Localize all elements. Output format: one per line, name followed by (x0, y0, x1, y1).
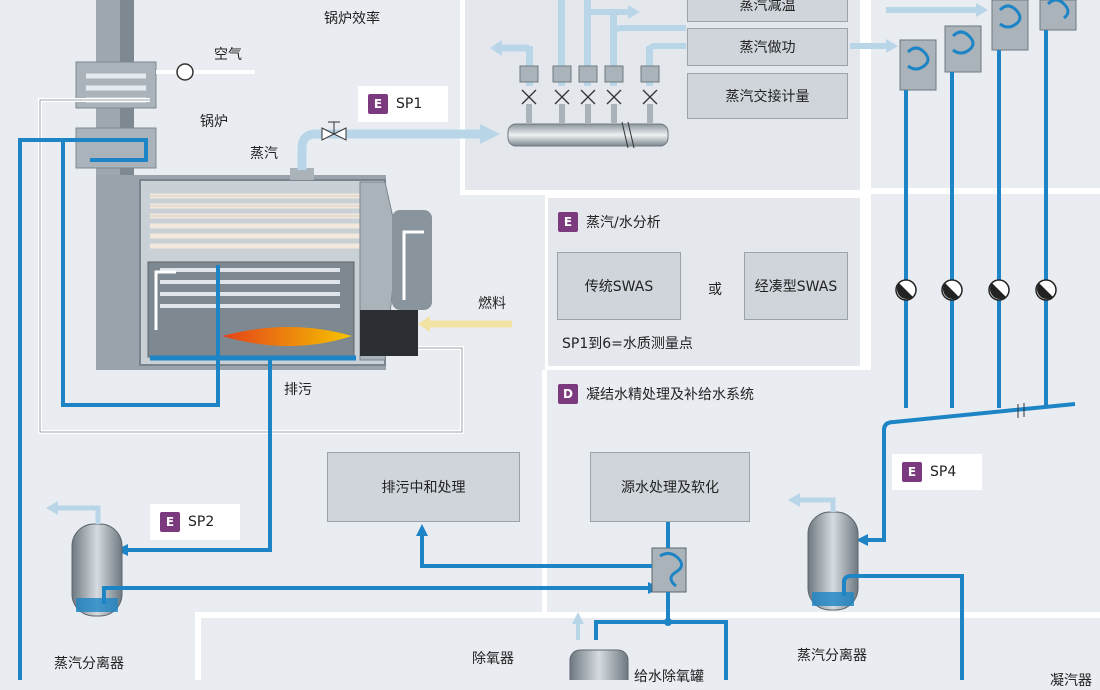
return-chamber-top (392, 210, 432, 310)
or-label: 或 (708, 282, 722, 298)
tag-letter: E (368, 94, 388, 114)
sp4-tag: E SP4 (892, 454, 982, 490)
tag-text: SP4 (930, 464, 957, 480)
divider-vertical (542, 370, 547, 615)
deaerator-label: 除氧器 (472, 651, 514, 667)
feedwater-deaerator-tank-label: 给水除氧罐 (634, 669, 704, 685)
traditional-swas-box: 传统SWAS (557, 252, 681, 320)
deaerator-tank (569, 649, 629, 680)
steam-separator-left-label: 蒸汽分离器 (54, 656, 124, 672)
tag-text: SP1 (396, 96, 423, 112)
steam-separator-right-label: 蒸汽分离器 (797, 648, 867, 664)
tag-text: SP2 (188, 514, 215, 530)
sp-note-label: SP1到6=水质测量点 (562, 336, 693, 352)
steam-valve-icon (321, 121, 347, 141)
blowdown-label: 排污 (284, 382, 312, 398)
sp1-tag: E SP1 (358, 86, 448, 122)
steam-label: 蒸汽 (250, 146, 278, 162)
steam-header (507, 123, 669, 147)
sample-valve-icons (895, 279, 1057, 301)
tag-letter: D (558, 384, 578, 404)
blowdown-treatment-box: 排污中和处理 (327, 452, 520, 522)
steam-work-box: 蒸汽做功 (687, 28, 848, 66)
condensate-polishing-tag: D 凝结水精处理及补给水系统 (548, 376, 808, 412)
sp2-tag: E SP2 (150, 504, 240, 540)
tag-letter: E (160, 512, 180, 532)
air-label: 空气 (214, 47, 242, 63)
raw-water-treatment-box: 源水处理及软化 (590, 452, 750, 522)
steam-desuperheat-box: 蒸汽减温 (687, 0, 848, 22)
condenser-label: 凝汽器 (1050, 673, 1092, 689)
flame (222, 327, 352, 346)
compact-swas-box: 经凑型SWAS (744, 252, 848, 320)
steam-nozzle (290, 168, 314, 180)
boiler-label: 锅炉 (200, 114, 228, 130)
tag-letter: E (902, 462, 922, 482)
steam-water-analysis-tag: E 蒸汽/水分析 (548, 204, 708, 240)
divider-bottom (195, 612, 1100, 618)
fuel-label: 燃料 (478, 296, 506, 312)
boiler-efficiency-label: 锅炉效率 (324, 11, 380, 27)
header-valves-icon (519, 65, 660, 124)
right-sep-frame (865, 0, 871, 370)
sample-coolers (899, 0, 1077, 91)
tag-letter: E (558, 212, 578, 232)
divider-bottom-left (195, 612, 201, 680)
air-fan-icon (176, 63, 194, 81)
steam-custody-box: 蒸汽交接计量 (687, 73, 848, 119)
burner (360, 310, 418, 356)
tag-text: 凝结水精处理及补给水系统 (586, 387, 754, 403)
tag-text: 蒸汽/水分析 (586, 215, 661, 231)
divider-top-right (865, 188, 1100, 194)
